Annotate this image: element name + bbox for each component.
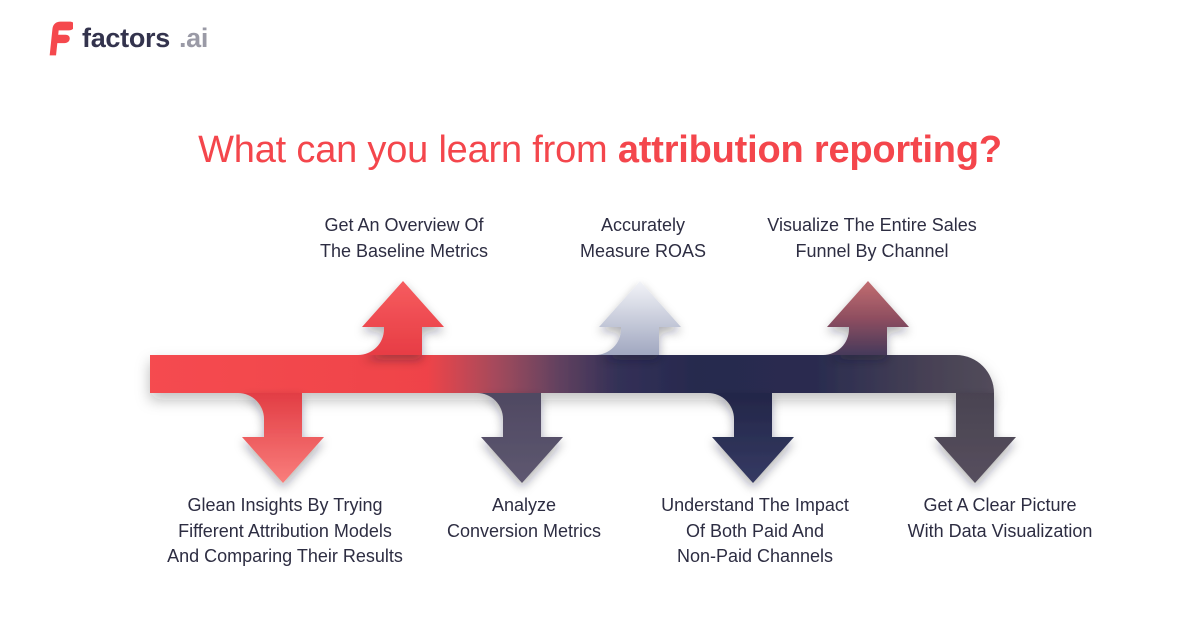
down-arrow-2 [477,393,563,483]
logo-brand-text: factors [82,22,170,53]
label-line: Non-Paid Channels [676,546,834,567]
label-line: And Comparing Their Results [167,546,403,567]
label-line: Funnel By Channel [795,240,949,261]
label-down-1: Glean Insights By Trying Fifferent Attri… [167,493,403,570]
label-up-1: Get An Overview Of The Baseline Metrics [320,213,488,264]
up-arrow-2 [595,281,681,355]
factors-logo-icon [49,21,73,56]
label-line: Get A Clear Picture [923,495,1077,515]
label-line: With Data Visualization [907,520,1093,541]
label-up-3: Visualize The Entire Sales Funnel By Cha… [767,213,976,264]
flow-band [150,355,994,393]
logo-suffix-text: .ai [178,22,209,53]
label-line: Glean Insights By Trying [187,495,383,515]
label-up-2: Accurately Measure ROAS [580,213,706,264]
title-bold: attribution reporting? [617,129,1002,171]
down-arrow-4 [934,393,1016,483]
label-down-3: Understand The Impact Of Both Paid And N… [661,493,849,570]
title-regular: What can you learn from [198,129,618,171]
down-arrow-1 [238,393,324,483]
label-line: Understand The Impact [661,495,849,515]
up-arrow-3 [823,281,909,355]
label-line: Conversion Metrics [446,520,602,541]
logo: factors .ai [42,19,208,57]
label-line: Visualize The Entire Sales [767,215,977,235]
label-line: Measure ROAS [579,240,707,261]
label-line: The Baseline Metrics [319,240,489,261]
up-arrow-1 [358,281,444,355]
label-line: Get An Overview Of [324,215,484,235]
label-line: Analyze [491,495,557,515]
label-line: Fifferent Attribution Models [178,520,392,541]
label-line: Accurately [600,215,686,235]
down-arrow-3 [708,393,794,483]
label-down-2: Analyze Conversion Metrics [447,493,601,544]
page-title: What can you learn from attribution repo… [0,129,1200,172]
label-down-4: Get A Clear Picture With Data Visualizat… [908,493,1093,544]
label-line: Of Both Paid And [685,520,825,541]
